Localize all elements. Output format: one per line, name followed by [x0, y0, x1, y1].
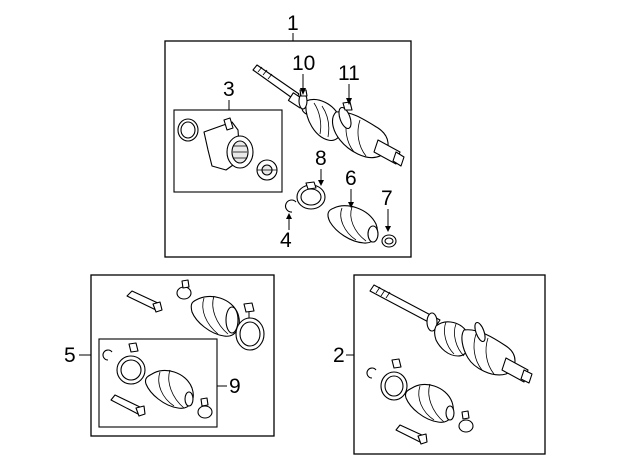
callout-7-arrow — [385, 226, 391, 232]
inner-joint-kit-box — [173, 109, 283, 193]
clamp-7 — [381, 234, 397, 248]
callout-11[interactable]: 11 — [338, 62, 360, 85]
boot-kit — [144, 369, 194, 409]
tripod-housing — [203, 117, 254, 171]
axle-shaft-2 — [369, 284, 441, 332]
snap-ring-kit — [102, 349, 113, 361]
callout-9[interactable]: 9 — [229, 375, 241, 398]
callout-6[interactable]: 6 — [345, 167, 357, 190]
boot-kit-9-box — [98, 338, 218, 428]
clamp-upper-large — [235, 302, 265, 351]
callout-4-arrow — [286, 213, 292, 219]
callout-7[interactable]: 7 — [381, 187, 393, 210]
callout-8-arrow — [318, 180, 324, 186]
snap-ring-4 — [285, 199, 297, 213]
clamp-2-large — [380, 358, 408, 401]
o-ring — [177, 118, 199, 142]
clamp-kit-small — [197, 397, 213, 419]
callout-8[interactable]: 8 — [315, 147, 327, 170]
clamp-10 — [298, 89, 308, 110]
clamp-upper-small — [176, 279, 192, 300]
callout-3[interactable]: 3 — [223, 78, 235, 101]
boot-6 — [327, 205, 379, 244]
clamp-kit-large — [116, 342, 146, 385]
callout-4[interactable]: 4 — [280, 229, 292, 252]
clamp-11 — [338, 101, 353, 130]
callout-2[interactable]: 2 — [333, 344, 345, 367]
callout-10[interactable]: 10 — [292, 52, 315, 75]
boot-kit-frame — [90, 274, 275, 437]
outer-joint-2 — [461, 321, 533, 384]
callout-11-arrow — [346, 98, 352, 105]
inner-joint-2 — [433, 321, 471, 357]
callout-6-arrow — [348, 202, 354, 208]
clamp-8 — [296, 181, 326, 210]
callout-10-arrow — [300, 88, 306, 95]
grease-pack-kit — [110, 394, 146, 417]
callout-5[interactable]: 5 — [64, 344, 76, 367]
tripod-nut — [256, 159, 278, 181]
callout-1[interactable]: 1 — [287, 12, 299, 35]
snap-ring-2 — [366, 367, 377, 379]
boot-upper — [190, 295, 240, 337]
grease-pack-upper — [126, 290, 163, 313]
boot-2 — [404, 383, 455, 423]
grease-pack-2 — [395, 424, 428, 445]
inner-boot — [301, 99, 343, 142]
clamp-2-small — [458, 410, 474, 433]
